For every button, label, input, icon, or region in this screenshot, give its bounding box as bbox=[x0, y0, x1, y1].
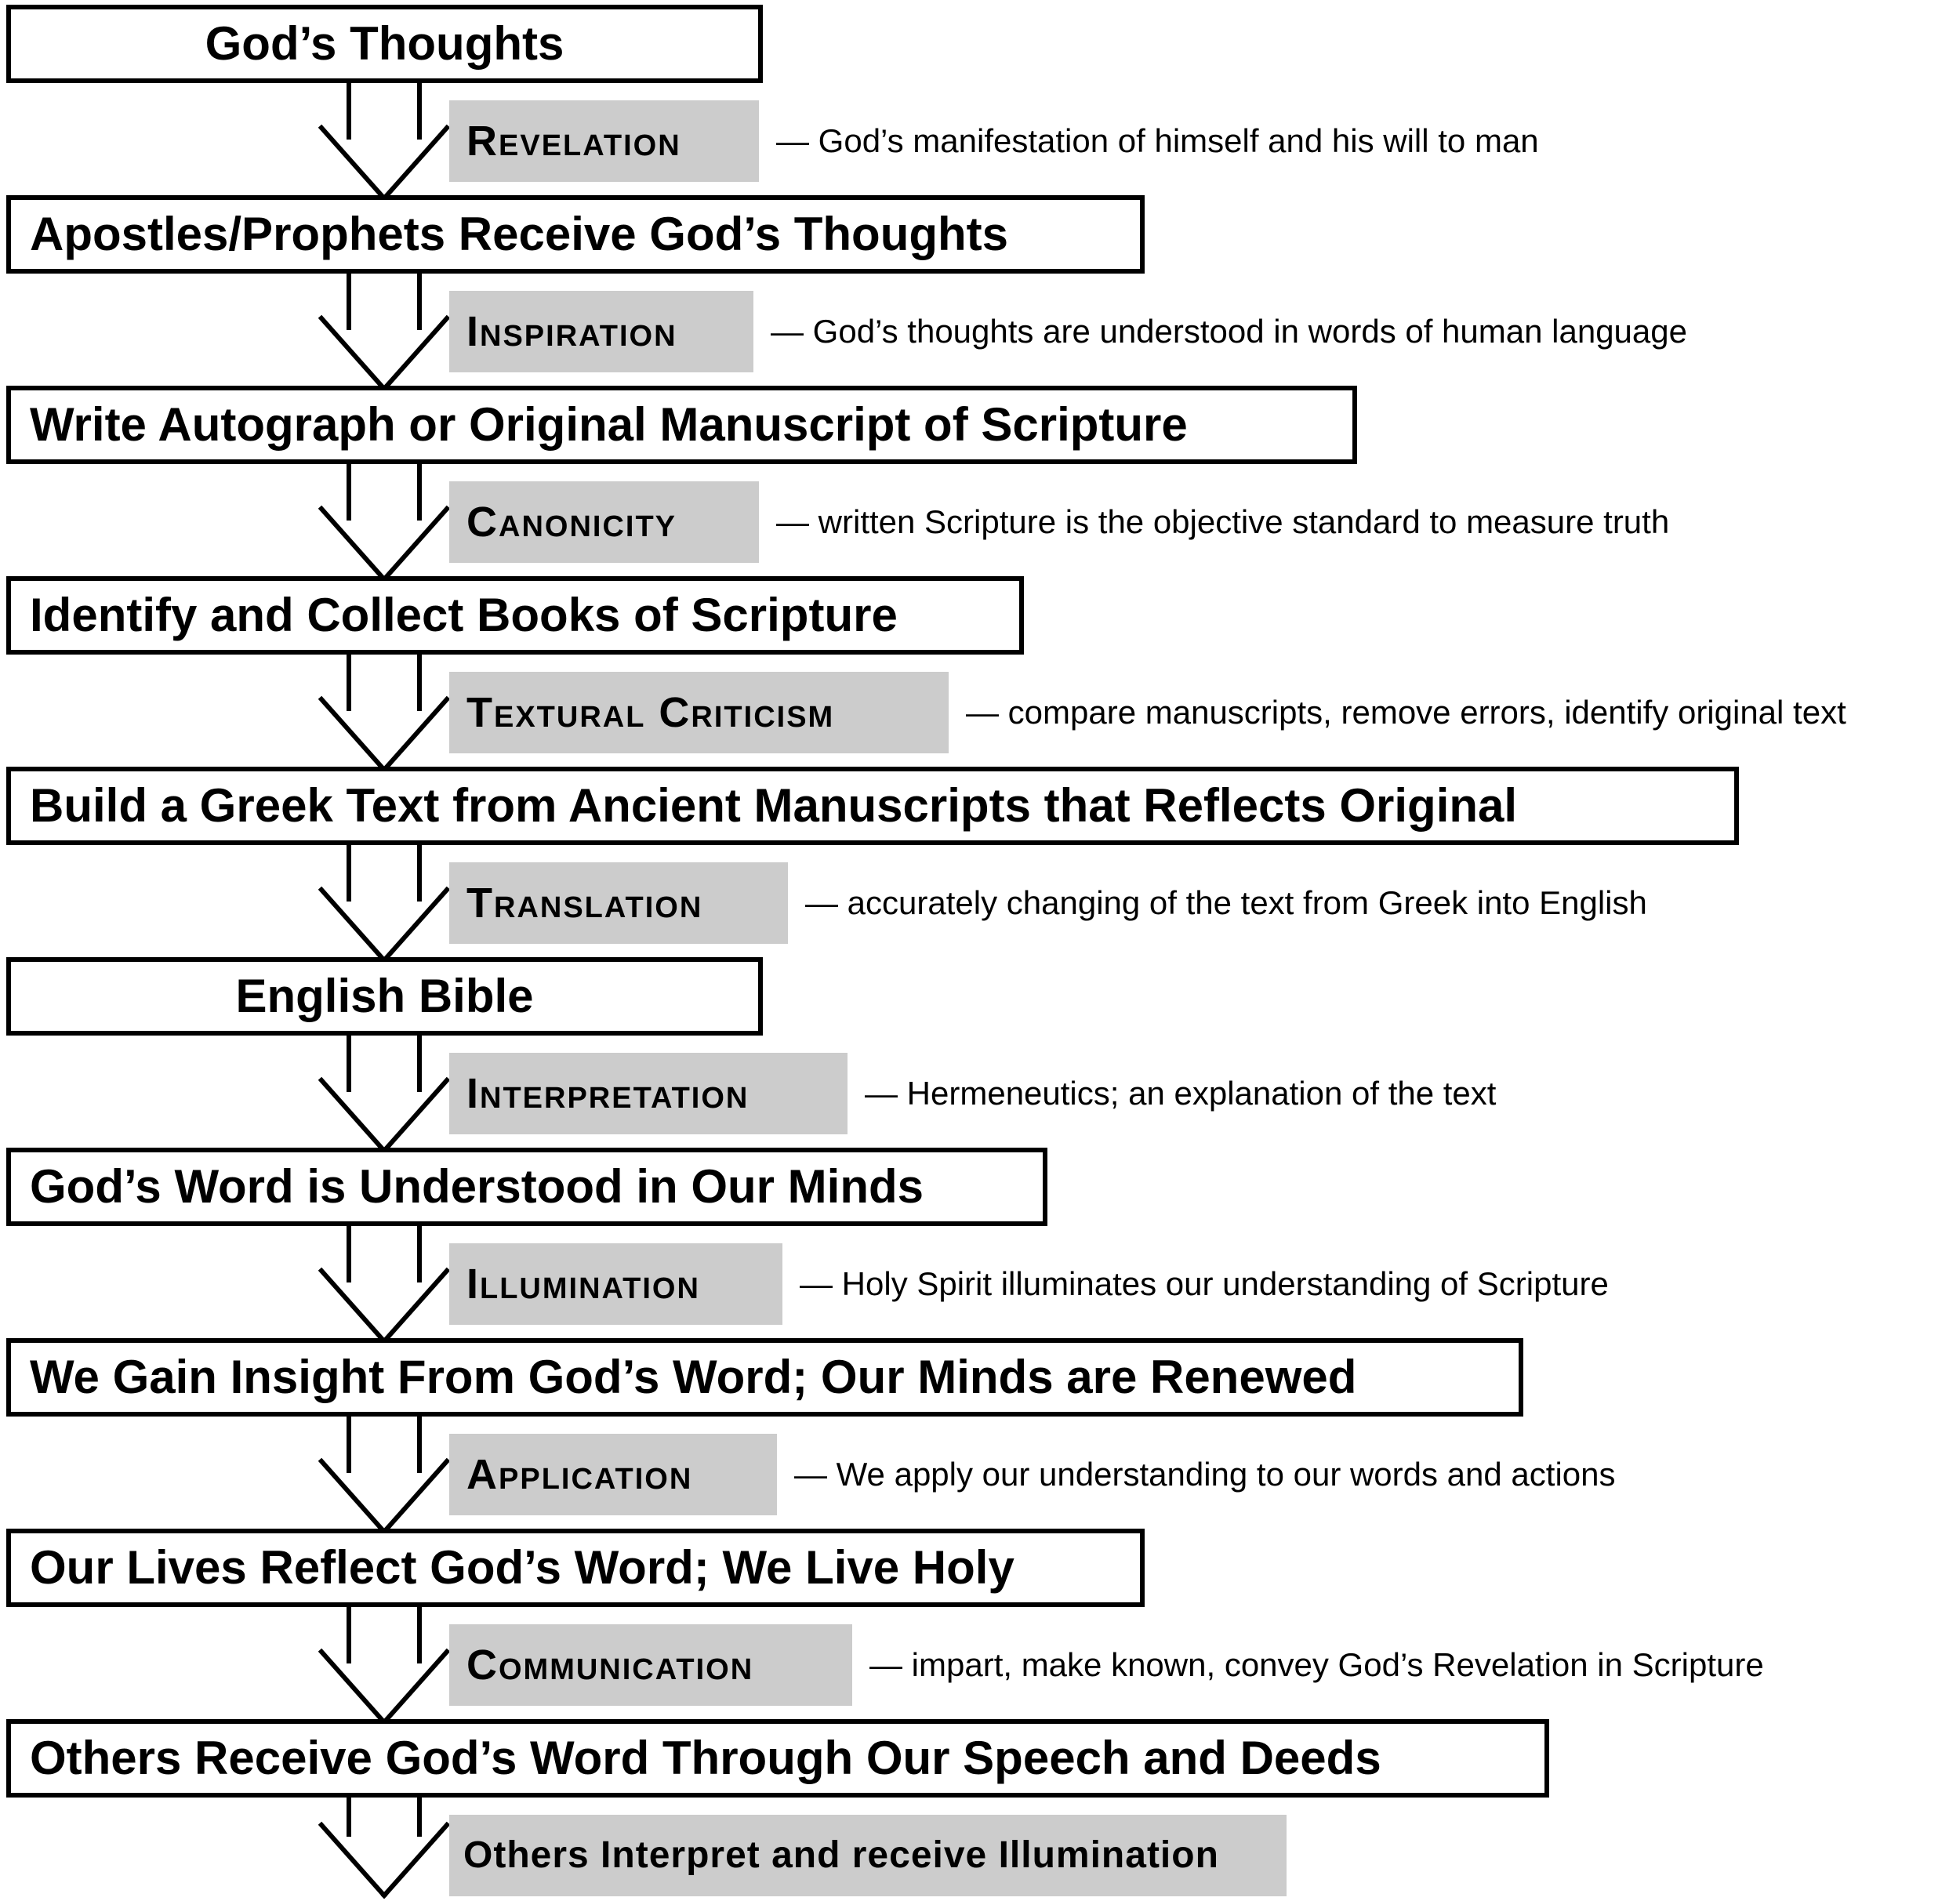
arrow-head-right bbox=[380, 886, 451, 964]
process-label-interpretation: Interpretation bbox=[449, 1053, 848, 1134]
stage-text: God’s Word is Understood in Our Minds bbox=[30, 1160, 924, 1213]
stage-text: God’s Thoughts bbox=[205, 17, 564, 70]
stage-text: Others Receive God’s Word Through Our Sp… bbox=[30, 1732, 1381, 1784]
arrow-head-right bbox=[380, 505, 451, 583]
stage-text: Our Lives Reflect God’s Word; We Live Ho… bbox=[30, 1541, 1014, 1594]
process-label-illumination: Illumination bbox=[449, 1243, 782, 1325]
process-label-others-interpret-and-receive-illumination: Others Interpret and receive Illuminatio… bbox=[449, 1815, 1287, 1896]
flow-arrow bbox=[318, 1217, 451, 1345]
flow-arrow bbox=[318, 1598, 451, 1726]
arrow-head-right bbox=[380, 124, 451, 202]
process-label-application: Application bbox=[449, 1434, 777, 1515]
stage-box-9: Our Lives Reflect God’s Word; We Live Ho… bbox=[6, 1529, 1145, 1607]
process-label-text: Textural Criticism bbox=[466, 689, 835, 736]
stage-text: Write Autograph or Original Manuscript o… bbox=[30, 398, 1188, 451]
process-label-canonicity: Canonicity bbox=[449, 481, 759, 563]
arrow-head-right bbox=[380, 1648, 451, 1726]
flow-arrow bbox=[318, 265, 451, 393]
arrow-head-left bbox=[318, 1267, 388, 1345]
stage-box-7: God’s Word is Understood in Our Minds bbox=[6, 1148, 1047, 1226]
process-definition-inspiration: — God’s thoughts are understood in words… bbox=[771, 313, 1687, 350]
arrow-head-left bbox=[318, 1821, 388, 1899]
flow-arrow bbox=[318, 1789, 451, 1899]
arrow-head-left bbox=[318, 314, 388, 393]
stage-text: Build a Greek Text from Ancient Manuscri… bbox=[30, 779, 1518, 832]
process-definition-textural-criticism: — compare manuscripts, remove errors, id… bbox=[966, 694, 1846, 731]
arrow-head-left bbox=[318, 1648, 388, 1726]
flow-arrow bbox=[318, 646, 451, 774]
process-definition-illumination: — Holy Spirit illuminates our understand… bbox=[800, 1265, 1609, 1302]
process-label-text: Illumination bbox=[466, 1261, 700, 1308]
stage-box-3: Write Autograph or Original Manuscript o… bbox=[6, 386, 1357, 464]
arrow-head-right bbox=[380, 314, 451, 393]
stage-box-6: English Bible bbox=[6, 957, 763, 1036]
process-label-text: Translation bbox=[466, 880, 703, 927]
arrow-head-left bbox=[318, 1076, 388, 1155]
flow-arrow bbox=[318, 1027, 451, 1155]
arrow-head-right bbox=[380, 1267, 451, 1345]
stage-box-2: Apostles/Prophets Receive God’s Thoughts bbox=[6, 195, 1145, 274]
flow-arrow bbox=[318, 455, 451, 583]
flow-arrow bbox=[318, 836, 451, 964]
stage-text: We Gain Insight From God’s Word; Our Min… bbox=[30, 1351, 1357, 1403]
process-definition-communication: — impart, make known, convey God’s Revel… bbox=[869, 1646, 1764, 1683]
stage-box-5: Build a Greek Text from Ancient Manuscri… bbox=[6, 767, 1739, 845]
process-label-text: Canonicity bbox=[466, 499, 677, 546]
process-definition-revelation: — God’s manifestation of himself and his… bbox=[776, 122, 1539, 159]
process-label-translation: Translation bbox=[449, 862, 788, 944]
stage-text: Apostles/Prophets Receive God’s Thoughts bbox=[30, 208, 1008, 260]
process-label-revelation: Revelation bbox=[449, 100, 759, 182]
flow-arrow bbox=[318, 74, 451, 202]
arrow-head-left bbox=[318, 886, 388, 964]
process-definition-translation: — accurately changing of the text from G… bbox=[805, 884, 1647, 921]
flow-arrow bbox=[318, 1408, 451, 1536]
arrow-head-right bbox=[380, 1457, 451, 1536]
stage-text: English Bible bbox=[235, 970, 534, 1022]
process-label-text: Communication bbox=[466, 1642, 754, 1689]
arrow-head-left bbox=[318, 505, 388, 583]
process-label-text: Others Interpret and receive Illuminatio… bbox=[463, 1834, 1219, 1876]
process-label-communication: Communication bbox=[449, 1624, 852, 1706]
process-definition-interpretation: — Hermeneutics; an explanation of the te… bbox=[865, 1075, 1497, 1112]
process-label-textural-criticism: Textural Criticism bbox=[449, 672, 949, 753]
process-definition-application: — We apply our understanding to our word… bbox=[794, 1456, 1616, 1493]
arrow-head-left bbox=[318, 1457, 388, 1536]
process-label-text: Interpretation bbox=[466, 1070, 750, 1117]
process-definition-canonicity: — written Scripture is the objective sta… bbox=[776, 503, 1670, 540]
arrow-head-right bbox=[380, 1076, 451, 1155]
process-label-text: Inspiration bbox=[466, 308, 677, 355]
arrow-head-left bbox=[318, 695, 388, 774]
stage-box-8: We Gain Insight From God’s Word; Our Min… bbox=[6, 1338, 1523, 1417]
process-label-text: Revelation bbox=[466, 118, 681, 165]
arrow-head-left bbox=[318, 124, 388, 202]
stage-box-10: Others Receive God’s Word Through Our Sp… bbox=[6, 1719, 1549, 1798]
arrow-head-right bbox=[380, 1821, 451, 1899]
process-label-text: Application bbox=[466, 1451, 693, 1498]
stage-text: Identify and Collect Books of Scripture bbox=[30, 589, 898, 641]
stage-box-4: Identify and Collect Books of Scripture bbox=[6, 576, 1024, 655]
process-label-inspiration: Inspiration bbox=[449, 291, 753, 372]
arrow-head-right bbox=[380, 695, 451, 774]
stage-box-1: God’s Thoughts bbox=[6, 5, 763, 83]
